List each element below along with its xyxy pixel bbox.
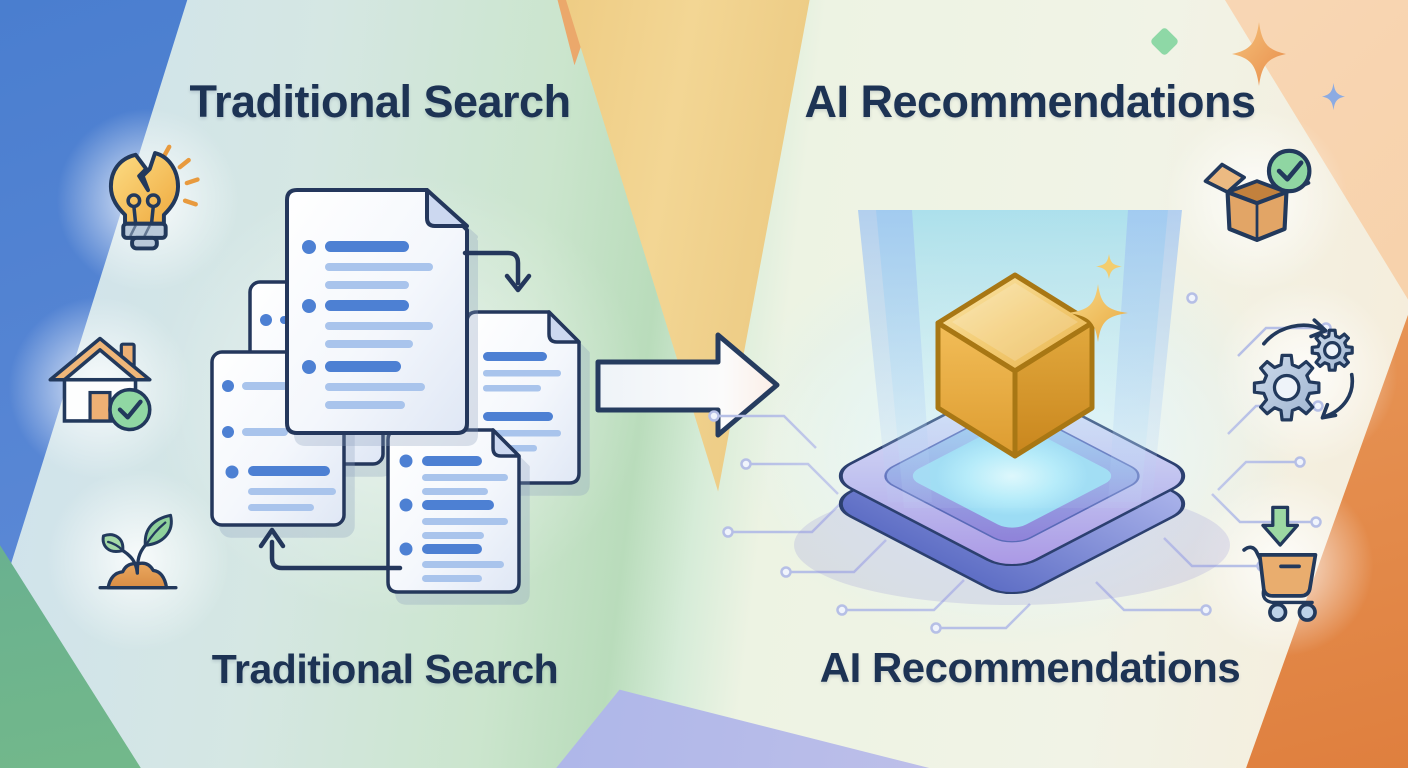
bulb-base-threads [129,224,151,237]
house-door [88,390,112,423]
diamond-sparkle-icon [1149,26,1180,57]
cart-download-icon [1242,505,1318,622]
document-lines [399,454,508,582]
broken-lightbulb-icon [108,144,200,251]
gold-sparkle-icon [1068,284,1128,342]
cart-wheel-left [1268,602,1288,622]
download-arrow [1261,505,1300,547]
document-main [285,188,469,435]
check-mark [1276,160,1304,182]
orange-sparkle-icon [1232,22,1286,86]
bulb-glass [108,151,181,226]
cart-wheel-right [1297,602,1317,622]
cart-base [1261,587,1314,605]
gears-sync-icon [1252,318,1355,422]
right-arrow-icon [595,332,780,438]
cycle-arrow-top [1262,323,1323,346]
folded-corner [425,188,469,228]
folded-corner [547,310,581,344]
house-check-icon [48,336,152,432]
cart-handle [1242,545,1262,561]
check-circle [1266,148,1312,194]
traditional-search-title-bottom: Traditional Search [211,646,559,692]
bulb-cap [130,235,159,251]
small-sparkle-icon [1096,254,1122,279]
gear-large [1252,353,1321,422]
cart-basket [1257,553,1318,598]
cycle-arrow-bottom [1322,372,1355,419]
golden-cube [935,272,1095,459]
sprout-stem [121,543,147,575]
check-mark [117,399,143,420]
arrow-down-icon [462,250,532,293]
ai-recommendations-title-top: AI Recommendations [804,76,1256,127]
box-flap-left [1203,162,1246,194]
sprout-icon [98,513,178,590]
blue-sparkle-icon [1321,82,1346,111]
traditional-search-title-top: Traditional Search [189,76,571,127]
document-lines [302,240,433,409]
ai-platform-illustration [708,210,1332,635]
cube-sheen [952,283,1078,361]
bulb-filament [126,193,161,224]
leaf-veins [106,521,167,551]
ai-recommendations-title-bottom: AI Recommendations [819,644,1241,691]
gear-small [1310,328,1354,372]
open-box-check-icon [1203,148,1312,243]
document-bottom [386,428,521,594]
arrow-up-icon [258,527,403,571]
folded-corner [491,428,521,458]
check-circle [108,387,152,432]
document-lines [222,380,336,511]
lightbulb-rays [162,144,200,207]
